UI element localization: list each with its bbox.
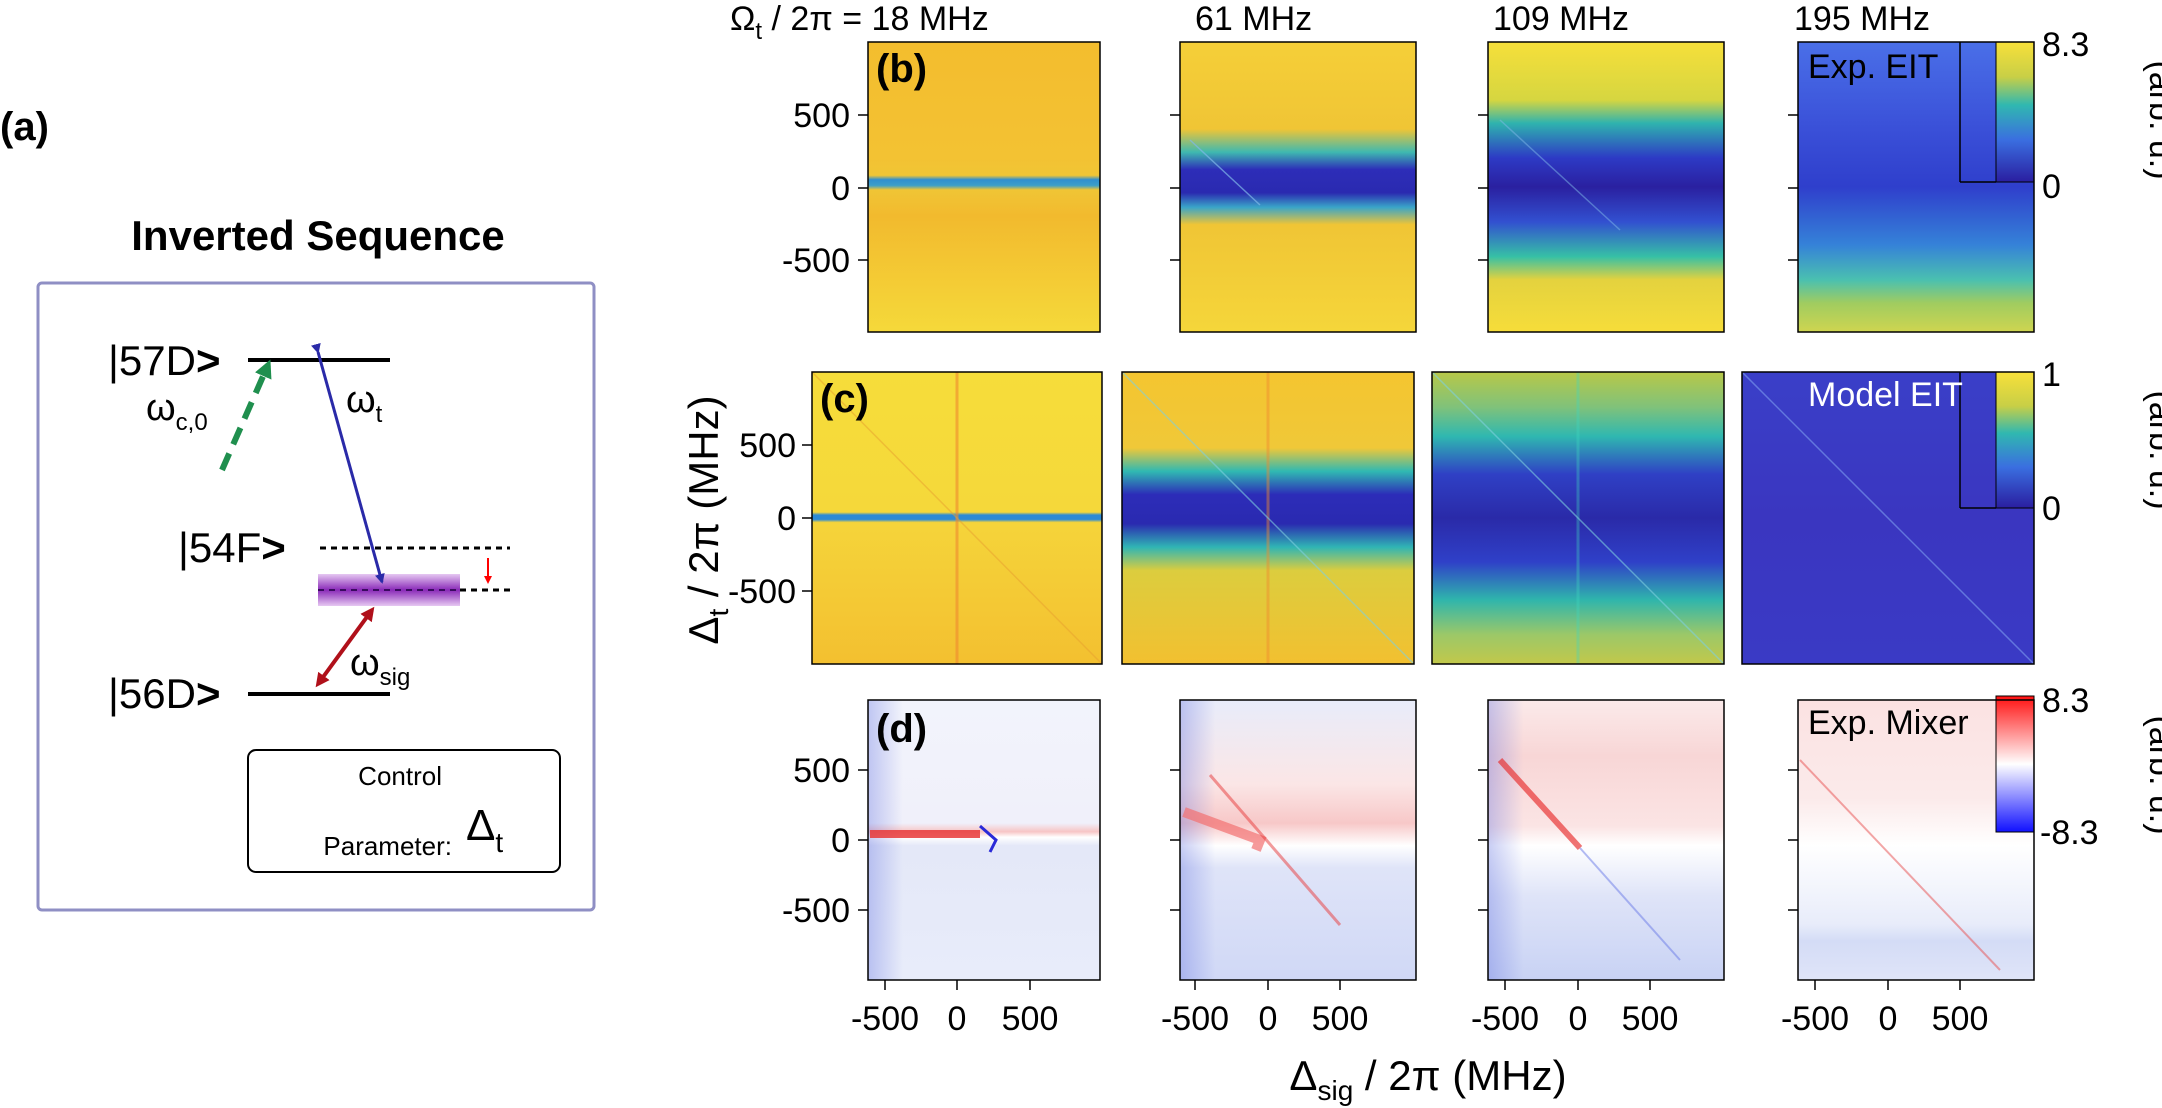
omega-c-label: ωc,0 xyxy=(146,387,208,436)
xtick-3-m500: -500 xyxy=(1471,1000,1539,1038)
header-rabi-2: 109 MHz xyxy=(1493,0,1629,38)
x-tick-labels: -500 0 500 -500 0 500 -500 0 500 -500 0 … xyxy=(851,1000,1988,1038)
control-line1: Control xyxy=(358,761,442,791)
cb-c-max: 1 xyxy=(2042,356,2061,394)
coupling-arrow xyxy=(219,359,272,472)
ytick-b-m500: -500 xyxy=(782,242,850,280)
row-d-heatmaps xyxy=(868,695,2035,980)
cb-d-max: 8.3 xyxy=(2042,682,2089,720)
header-rabi-0: Ωt / 2π = 18 MHz xyxy=(730,0,989,45)
ac-stark-line-b-3 xyxy=(1499,119,1621,231)
ytick-d-m500: -500 xyxy=(782,892,850,930)
xtick-2-0: 0 xyxy=(1259,1000,1278,1038)
scheme-box xyxy=(36,281,596,912)
mixer-feature-d-3 xyxy=(1497,757,1583,851)
ytick-c-500: 500 xyxy=(739,427,796,465)
ac-stark-line-b-2 xyxy=(1189,139,1261,206)
tuning-arrow xyxy=(311,342,385,584)
ytick-c-m500: -500 xyxy=(728,573,796,611)
panel-d-label: (d) xyxy=(876,707,927,751)
colorbar-d xyxy=(1995,695,2035,833)
tag-model-eit: Model EIT xyxy=(1808,376,1963,414)
xtick-2-m500: -500 xyxy=(1161,1000,1229,1038)
heatmap-b-3 xyxy=(1488,42,1724,332)
unit-label-b: (arb. u.) xyxy=(2142,60,2162,179)
tag-exp-mixer: Exp. Mixer xyxy=(1808,704,1969,742)
control-symbol: Δt xyxy=(466,801,503,858)
xtick-1-0: 0 xyxy=(948,1000,967,1038)
xtick-1-500: 500 xyxy=(1002,1000,1059,1038)
header-rabi-3: 195 MHz xyxy=(1794,0,1930,38)
xtick-4-0: 0 xyxy=(1879,1000,1898,1038)
x-axis-label: Δsig / 2π (MHz) xyxy=(1289,1052,1566,1106)
state-57d: |57D> xyxy=(108,337,221,384)
y-axis-label: Δt / 2π (MHz) xyxy=(680,395,734,644)
xtick-2-500: 500 xyxy=(1312,1000,1369,1038)
row-c-heatmaps xyxy=(811,371,2035,665)
scheme-title: Inverted Sequence xyxy=(131,212,504,259)
diag-line-c-2 xyxy=(1121,371,1415,665)
ytick-d-0: 0 xyxy=(831,822,850,860)
tick-marks xyxy=(802,114,1961,990)
diag-line-c-1 xyxy=(811,371,1103,665)
panel-b-label: (b) xyxy=(876,47,927,91)
panel-c-label: (c) xyxy=(820,377,869,421)
panel-a: (a) Inverted Sequence |57D> |54F> |56D> … xyxy=(0,105,596,912)
panel-a-label: (a) xyxy=(0,105,49,149)
mixer-feature-d-2 xyxy=(1182,807,1267,852)
ytick-b-500: 500 xyxy=(793,97,850,135)
xtick-3-500: 500 xyxy=(1622,1000,1679,1038)
mixer-feature-d-1 xyxy=(870,830,980,838)
header-rabi-1: 61 MHz xyxy=(1195,0,1312,38)
state-56d: |56D> xyxy=(108,670,221,717)
omega-t-label: ωt xyxy=(346,379,383,428)
heatmap-b-2 xyxy=(1180,42,1416,332)
heatmap-b-1 xyxy=(868,42,1100,332)
unit-label-c: (arb. u.) xyxy=(2142,390,2162,509)
diag-line-c-3 xyxy=(1431,371,1725,665)
control-line2: Parameter: xyxy=(323,831,452,861)
ytick-c-0: 0 xyxy=(777,500,796,538)
unit-label-d: (arb. u.) xyxy=(2142,715,2162,834)
state-54f: |54F> xyxy=(178,524,286,571)
signal-arrow xyxy=(315,606,375,688)
heatmap-d-4 xyxy=(1798,700,2034,980)
xtick-4-m500: -500 xyxy=(1781,1000,1849,1038)
colorbar-labels: 8.3 0 1 0 8.3 -8.3 xyxy=(2040,26,2099,852)
colorbar-c xyxy=(1995,371,2035,509)
omega-sig-label: ωsig xyxy=(350,642,410,691)
xtick-4-500: 500 xyxy=(1932,1000,1989,1038)
xtick-1-m500: -500 xyxy=(851,1000,919,1038)
y-tick-labels: 500 0 -500 500 0 -500 500 0 -500 xyxy=(728,97,850,930)
cb-b-min: 0 xyxy=(2042,168,2061,206)
cb-b-max: 8.3 xyxy=(2042,26,2089,64)
control-parameter-box xyxy=(247,749,561,873)
row-b-heatmaps xyxy=(868,41,2035,332)
mixer-feature-d-4 xyxy=(1799,759,2001,971)
heatmap-b-4 xyxy=(1798,42,2034,332)
ytick-b-0: 0 xyxy=(831,170,850,208)
xtick-3-0: 0 xyxy=(1569,1000,1588,1038)
cb-d-min: -8.3 xyxy=(2040,814,2099,852)
colorbar-b xyxy=(1995,41,2035,183)
ytick-d-500: 500 xyxy=(793,752,850,790)
diag-line-c-4 xyxy=(1741,371,2035,665)
cb-c-min: 0 xyxy=(2042,490,2061,528)
tag-exp-eit: Exp. EIT xyxy=(1808,48,1938,86)
column-headers: Ωt / 2π = 18 MHz 61 MHz 109 MHz 195 MHz xyxy=(730,0,1930,45)
